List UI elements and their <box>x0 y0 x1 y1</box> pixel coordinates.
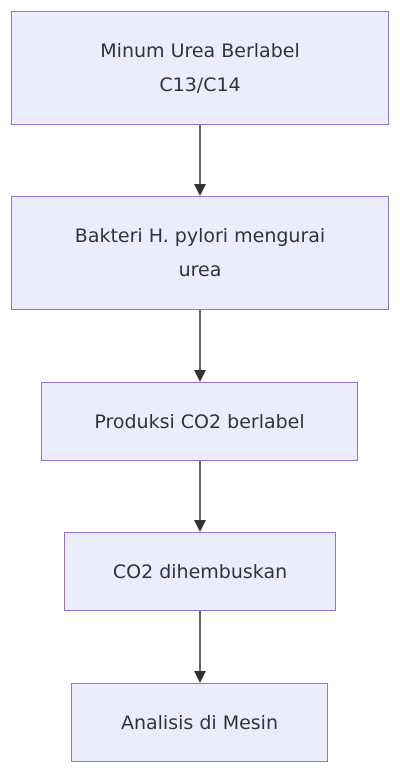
node-bakteri-h-pylori: Bakteri H. pylori mengurai urea <box>11 196 389 310</box>
edge-2-to-3 <box>194 310 206 382</box>
node-co2-dihembuskan: CO2 dihembuskan <box>64 532 336 611</box>
node-bakteri-h-pylori-label: Bakteri H. pylori mengurai urea <box>74 225 326 281</box>
node-analisis-di-mesin-label: Analisis di Mesin <box>120 711 279 734</box>
node-produksi-co2-label: Produksi CO2 berlabel <box>94 410 305 433</box>
edge-4-to-5 <box>194 611 206 683</box>
edge-3-to-4 <box>194 461 206 532</box>
node-minum-urea-label: Minum Urea Berlabel C13/C14 <box>100 40 300 96</box>
node-produksi-co2: Produksi CO2 berlabel <box>41 382 358 461</box>
node-minum-urea: Minum Urea Berlabel C13/C14 <box>11 11 389 125</box>
node-analisis-di-mesin: Analisis di Mesin <box>71 683 328 762</box>
edge-1-to-2 <box>194 125 206 196</box>
node-co2-dihembuskan-label: CO2 dihembuskan <box>112 560 288 583</box>
